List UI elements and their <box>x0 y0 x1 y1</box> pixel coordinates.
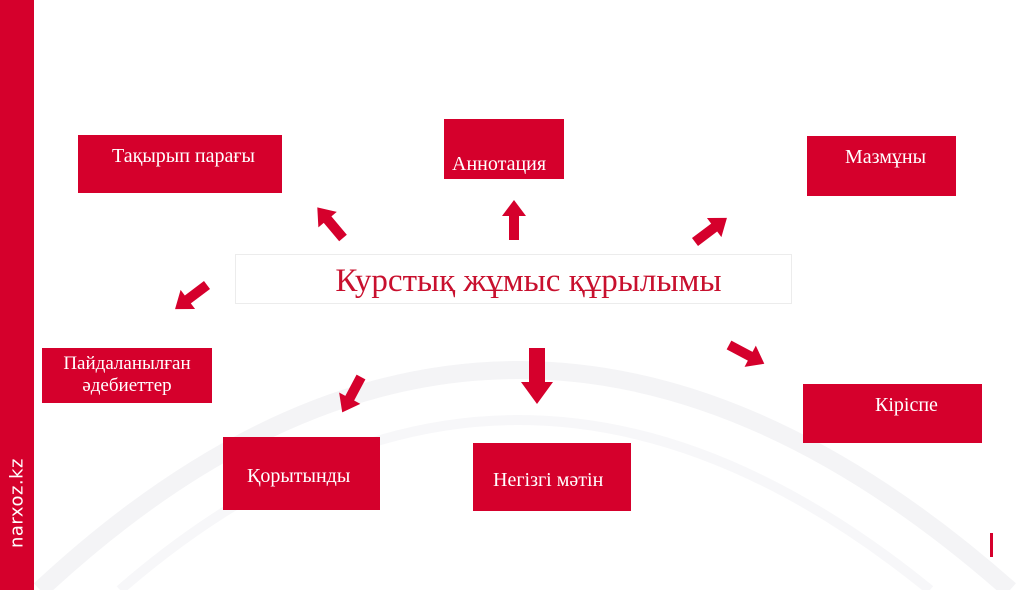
node-title-page-label: Тақырып парағы <box>112 145 255 167</box>
arrow-to-annotation <box>502 200 526 240</box>
arrow-to-main-text <box>521 348 553 404</box>
node-references: Пайдаланылған әдебиеттер <box>42 348 212 403</box>
node-conclusion-label: Қорытынды <box>247 465 351 487</box>
center-box: Курстық жұмыс құрылымы <box>235 254 792 304</box>
node-annotation: Аннотация <box>444 119 564 179</box>
node-title-page: Тақырып парағы <box>78 135 282 193</box>
arrow-to-contents <box>687 208 735 252</box>
node-contents: Мазмұны <box>807 136 956 196</box>
node-conclusion: Қорытынды <box>223 437 380 510</box>
arrow-to-introduction <box>723 334 770 375</box>
sidebar-strip: narxoz.kz <box>0 0 34 590</box>
page-indicator-bar <box>990 533 993 557</box>
arrow-to-references <box>167 275 215 319</box>
node-introduction-label: Кіріспе <box>875 394 938 416</box>
node-main-text-label: Негізгі мәтін <box>493 469 604 491</box>
node-introduction: Кіріспе <box>803 384 982 443</box>
node-main-text: Негізгі мәтін <box>473 443 631 511</box>
node-references-label: Пайдаланылған әдебиеттер <box>63 353 191 396</box>
arrow-to-title-page <box>308 199 353 246</box>
center-title: Курстық жұмыс құрылымы <box>335 263 722 299</box>
node-contents-label: Мазмұны <box>845 146 927 168</box>
node-annotation-label: Аннотация <box>452 153 547 175</box>
arrow-to-conclusion <box>331 371 372 418</box>
